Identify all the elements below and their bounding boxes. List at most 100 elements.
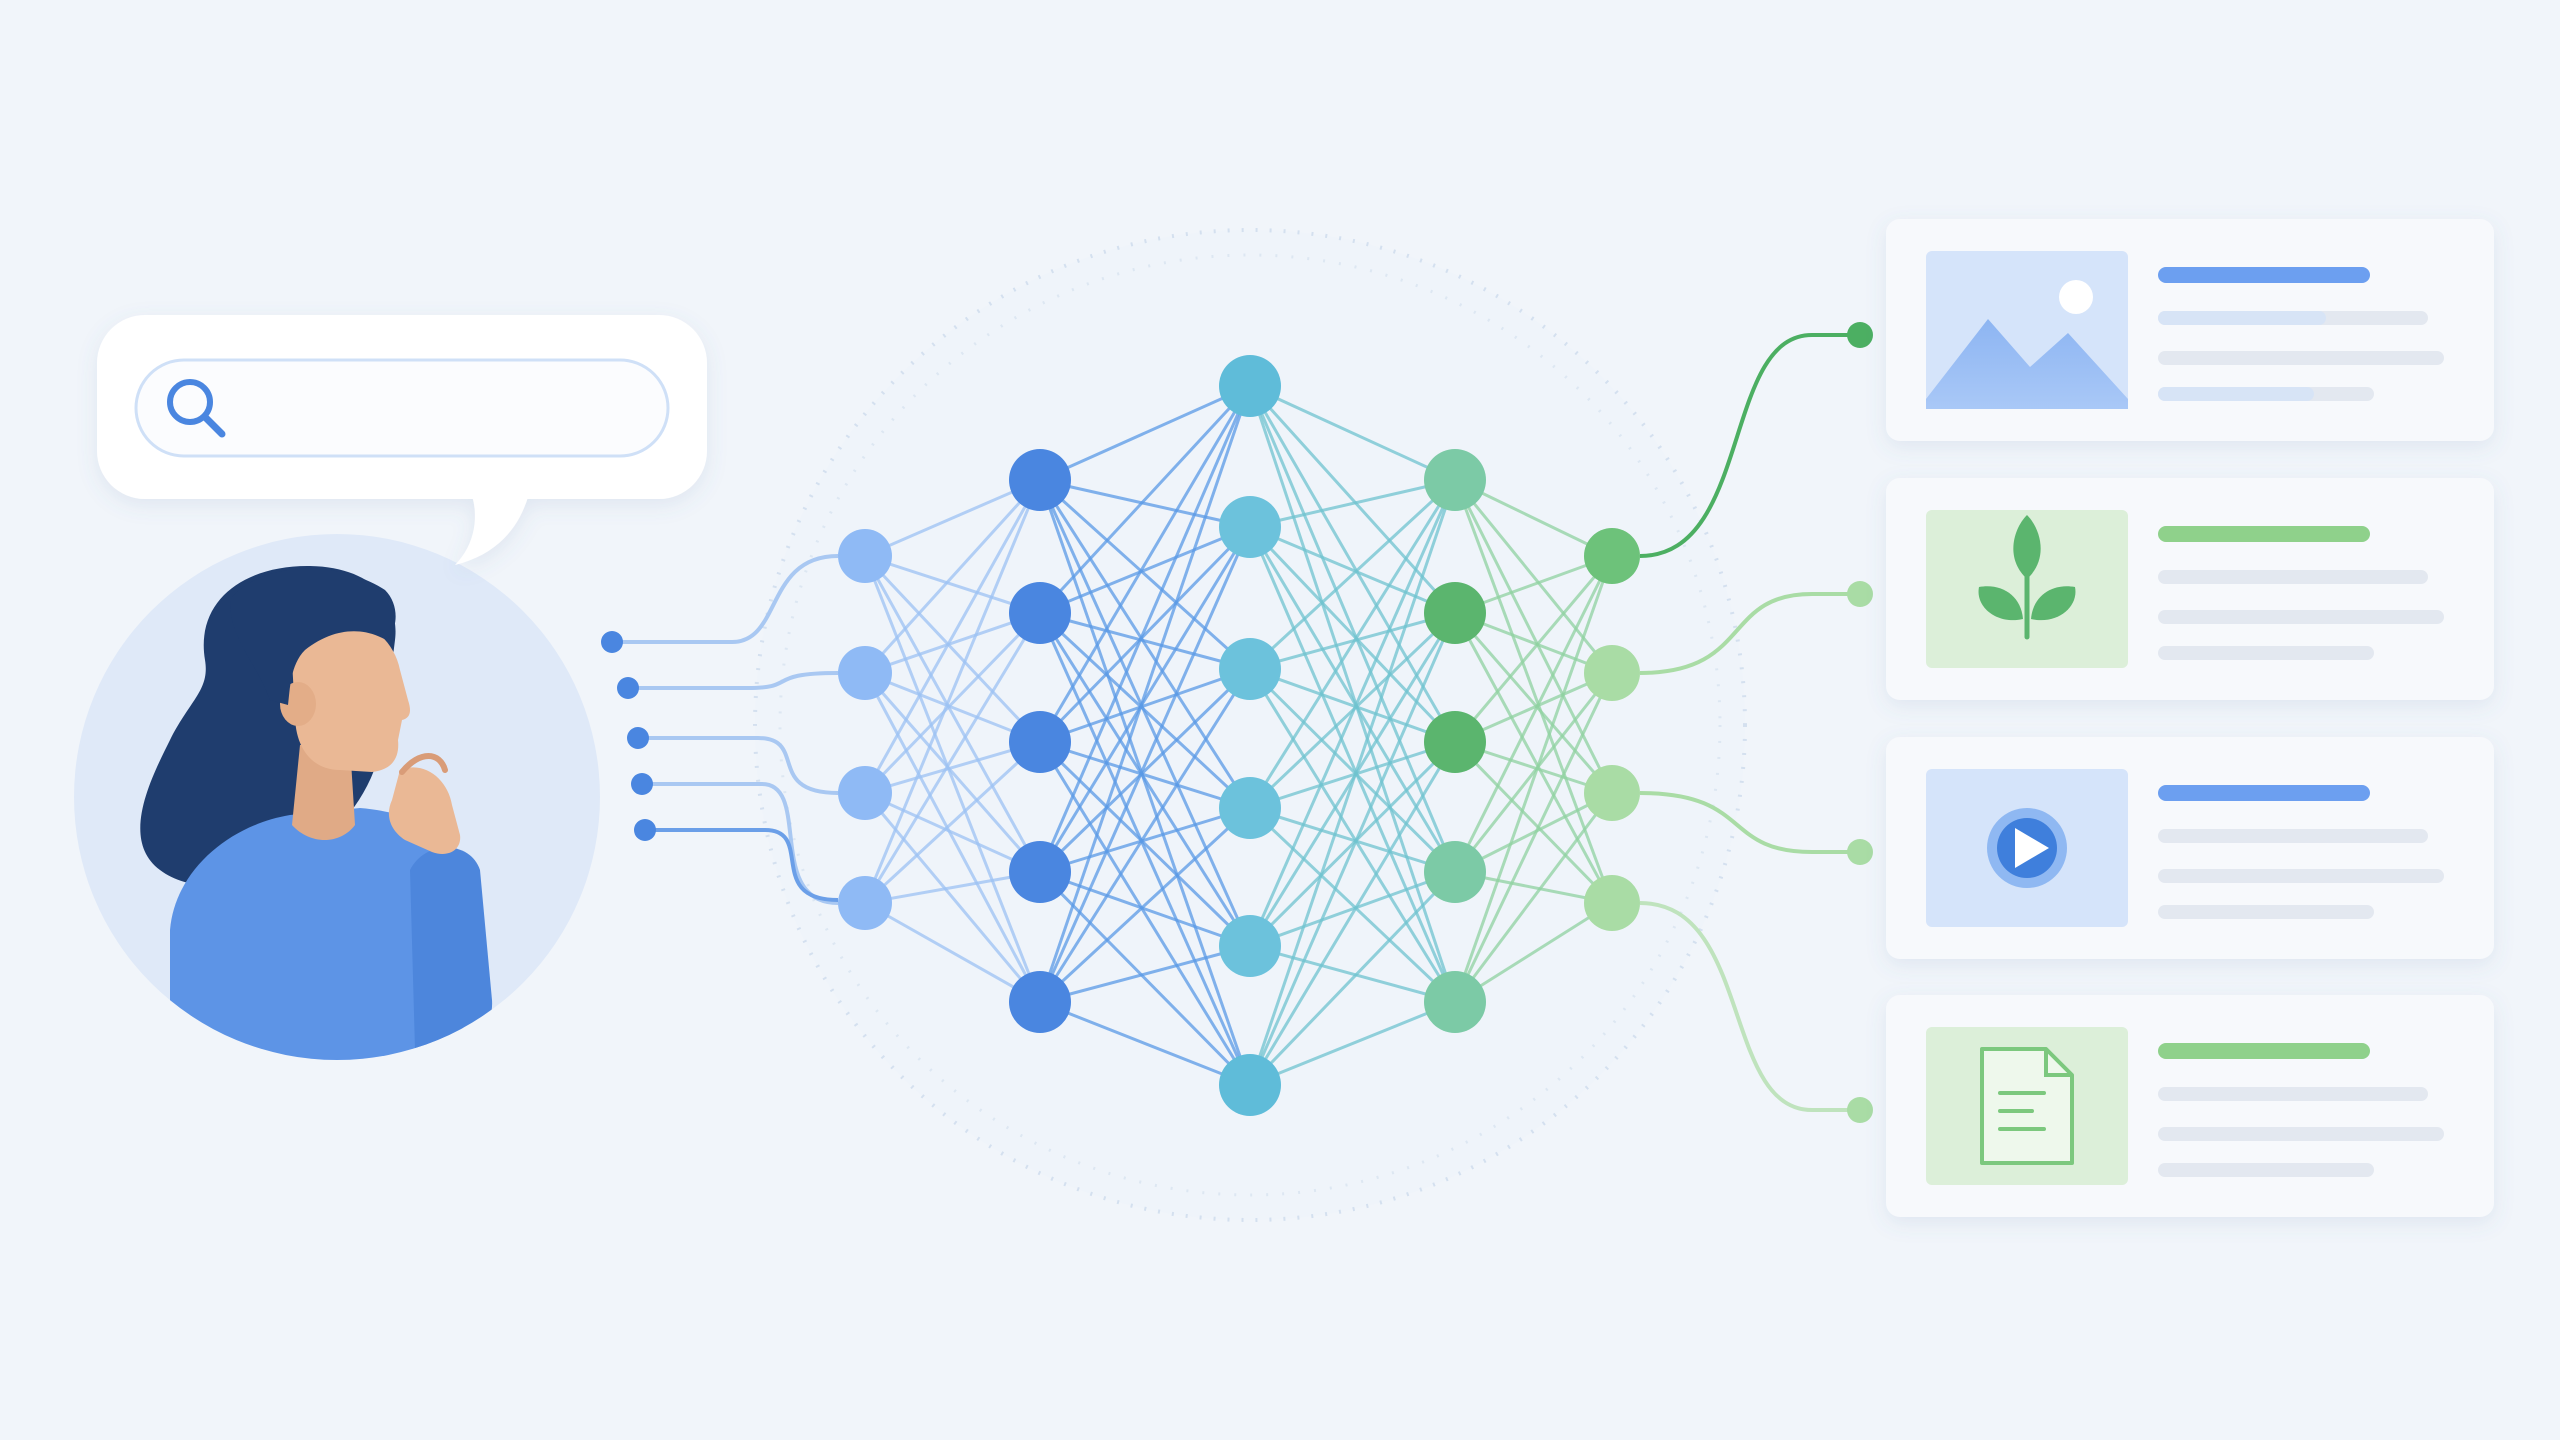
network-node <box>1009 449 1071 511</box>
network-link <box>1248 526 1457 873</box>
network-link <box>1248 741 1457 1086</box>
network-link <box>1249 478 1456 529</box>
network-link <box>1039 611 1251 671</box>
network-node <box>1584 645 1640 701</box>
network-node <box>1009 711 1071 773</box>
network-link <box>1038 668 1252 1003</box>
network-link <box>1248 668 1457 1003</box>
network-link <box>1248 385 1457 1003</box>
network-link <box>1039 384 1251 482</box>
network-link <box>1249 944 1456 1004</box>
network-link <box>1248 806 1457 1004</box>
result-title-bar <box>2158 526 2370 542</box>
result-title-bar <box>2158 267 2370 283</box>
network-link <box>1038 611 1252 810</box>
face <box>292 616 410 772</box>
network-link <box>1038 870 1252 1087</box>
result-title-bar <box>2158 785 2370 801</box>
network-link <box>1453 740 1614 905</box>
network-node <box>838 646 892 700</box>
network-link <box>863 479 1042 794</box>
network-link <box>863 792 1042 1003</box>
network-link <box>1038 740 1252 948</box>
network-link <box>1249 740 1456 810</box>
input-line <box>627 671 839 691</box>
network-link <box>1248 667 1457 874</box>
result-text-bar <box>2158 905 2374 919</box>
network-node <box>1009 971 1071 1033</box>
arm <box>410 847 493 1050</box>
network-link <box>1039 870 1251 948</box>
network-link <box>863 611 1042 795</box>
network-link <box>863 554 1042 744</box>
network-link <box>1038 667 1252 874</box>
input-dot <box>601 631 623 653</box>
network-nodes <box>838 355 1640 1116</box>
result-card[interactable] <box>1886 219 2494 441</box>
background-halo <box>753 228 1747 1222</box>
user-avatar <box>74 534 600 1060</box>
result-text-bar <box>2158 570 2428 584</box>
hair-front <box>230 568 396 705</box>
network-node <box>1009 841 1071 903</box>
network-link <box>1249 667 1456 744</box>
search-results <box>1886 219 2494 1217</box>
network-link <box>1453 612 1614 794</box>
network-link <box>1038 384 1252 615</box>
network-link <box>1038 612 1252 947</box>
output-dot <box>1847 839 1873 865</box>
network-link <box>863 672 1042 873</box>
network-node <box>838 766 892 820</box>
network-link <box>1038 479 1252 1086</box>
network-node <box>1424 711 1486 773</box>
network-link <box>1248 385 1457 743</box>
search-bar[interactable] <box>134 358 670 458</box>
output-connections <box>1639 322 1873 1123</box>
network-link <box>1248 385 1457 873</box>
result-card[interactable] <box>1886 478 2494 700</box>
network-link <box>1038 526 1252 873</box>
network-link <box>1249 806 1456 874</box>
network-link <box>1453 612 1614 904</box>
network-link <box>1249 611 1456 671</box>
output-line <box>1639 791 1860 854</box>
network-link <box>863 479 1042 904</box>
plant-icon <box>1978 515 2076 640</box>
input-line <box>642 781 839 905</box>
network-link <box>1038 806 1252 1004</box>
network-link <box>1248 479 1457 1086</box>
result-title-bar <box>2158 1043 2370 1059</box>
network-link <box>863 555 1042 1003</box>
network-link <box>864 791 1041 874</box>
network-link <box>1249 384 1456 482</box>
result-text-bar <box>2158 1127 2444 1141</box>
network-link <box>1039 667 1251 744</box>
network-link <box>1453 555 1614 743</box>
input-connections <box>601 554 839 905</box>
output-line <box>1639 592 1860 675</box>
result-card[interactable] <box>1886 995 2494 1217</box>
output-dot <box>1847 581 1873 607</box>
result-text-bar <box>2158 610 2444 624</box>
input-dot <box>617 677 639 699</box>
network-link <box>1248 478 1457 671</box>
network-link <box>1038 479 1252 809</box>
result-card[interactable] <box>1886 737 2494 959</box>
network-link <box>1453 672 1614 873</box>
result-text-highlight <box>2158 311 2326 325</box>
network-link <box>1039 944 1251 1004</box>
network-link <box>1453 792 1614 1003</box>
network-node <box>1584 765 1640 821</box>
network-link <box>1453 555 1614 1003</box>
network-node <box>1219 777 1281 839</box>
result-text-bar <box>2158 351 2444 365</box>
network-link <box>1453 479 1614 904</box>
network-link <box>1038 385 1252 743</box>
network-link <box>1039 525 1251 615</box>
network-link <box>1248 479 1457 947</box>
network-link <box>863 478 1042 675</box>
network-node <box>1424 449 1486 511</box>
network-link <box>1038 479 1252 947</box>
input-line <box>612 554 839 644</box>
network-link <box>1453 479 1614 674</box>
